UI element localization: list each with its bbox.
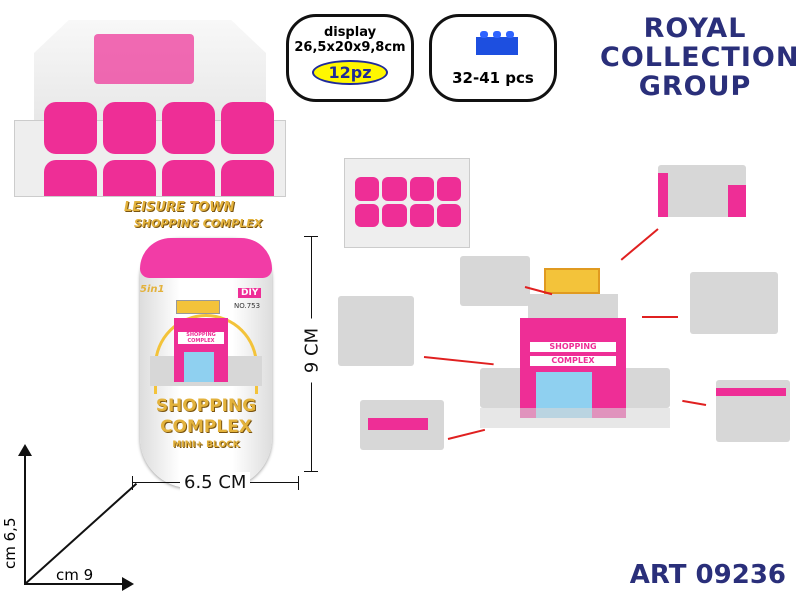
arrow-head-right-icon (122, 577, 134, 591)
build-sign-1: SHOPPING (530, 342, 616, 352)
can-tagline: MINI+ BLOCK (172, 440, 240, 450)
quantity-badge: 12pz (312, 60, 388, 85)
arrow-icon (620, 228, 659, 261)
brand-line: ROYAL (643, 13, 747, 44)
display-label: display (323, 25, 377, 40)
can-title-2: COMPLEX (160, 417, 252, 437)
building-sign: SHOPPING COMPLEX (178, 332, 224, 344)
axis-vertical (24, 452, 26, 584)
pieces-info-box: 32-41 pcs (429, 14, 557, 102)
display-box-image: LEISURE TOWN SHOPPING COMPLEX (14, 20, 286, 242)
display-info-box: display 26,5x20x9,8cm 12pz (286, 14, 414, 102)
arrow-head-up-icon (18, 444, 32, 456)
brand-logo: ROYAL COLLECTION GROUP (600, 13, 800, 102)
display-size: 26,5x20x9,8cm (294, 40, 406, 55)
axis-horizontal (24, 583, 124, 585)
article-number: ART 09236 (629, 560, 786, 590)
sub-build-display-case (360, 400, 444, 450)
main-build: SHOPPING COMPLEX (480, 268, 670, 443)
sub-build-cart (690, 272, 778, 334)
can-lid (140, 238, 272, 278)
arrow-icon (642, 316, 678, 318)
sub-build-wall-shelf (716, 380, 790, 442)
product-can: 5in1 DIY NO.753 SHOPPING COMPLEX SHOPPIN… (140, 238, 272, 488)
sub-build-counter (658, 165, 746, 217)
brick-icon (476, 31, 518, 55)
sub-build-clothes-shelf (460, 256, 530, 306)
display-box-small (344, 158, 470, 248)
display-box-title: LEISURE TOWN (124, 200, 235, 215)
horizontal-axis-label: cm 9 (56, 566, 94, 584)
badge-5in1: 5in1 (140, 284, 165, 295)
arrow-icon (682, 399, 707, 406)
vertical-axis-label: cm 6,5 (1, 517, 19, 569)
can-title-1: SHOPPING (155, 396, 257, 416)
sub-build-wardrobe (338, 296, 414, 366)
height-label: 9 CM (301, 318, 323, 383)
display-box-subtitle: SHOPPING COMPLEX (134, 217, 263, 230)
brand-line: GROUP (638, 71, 752, 102)
brand-line: COLLECTION (600, 42, 800, 73)
model-number: NO.753 (234, 302, 261, 310)
pieces-count: 32-41 pcs (452, 69, 534, 87)
width-label: 6.5 CM (180, 472, 251, 493)
rainbow (154, 314, 258, 394)
diy-badge: DIY (238, 288, 262, 298)
build-sign-2: COMPLEX (530, 356, 616, 366)
